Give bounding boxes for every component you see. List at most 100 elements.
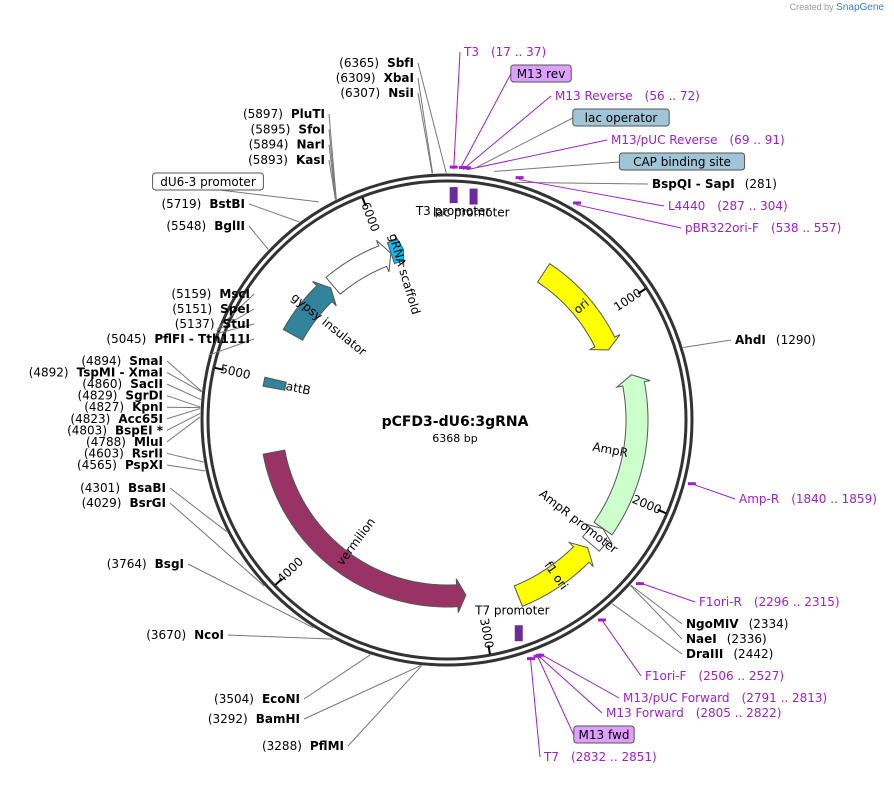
feature-ori[interactable]: [536, 263, 621, 351]
feature-ampr-promoter[interactable]: [581, 523, 613, 552]
site-label-pflmi[interactable]: (3288)PflMI: [262, 739, 344, 753]
leader-line: [328, 113, 337, 200]
site-label-bamhi[interactable]: (3292)BamHI: [208, 712, 300, 726]
primer-mark: [687, 482, 696, 486]
primer-label-t7[interactable]: T7(2832 .. 2851): [543, 750, 657, 764]
site-label-kpni[interactable]: (4827)KpnI: [84, 400, 163, 414]
boxed-label-du6-3-promoter[interactable]: dU6-3 promoter: [160, 175, 256, 189]
site-label-nari[interactable]: (5894)NarI: [249, 138, 325, 152]
site-label-smai[interactable]: (4894)SmaI: [81, 354, 163, 368]
site-label-acc65i[interactable]: (4823)Acc65I: [70, 412, 163, 426]
site-label-bglii[interactable]: (5548)BglII: [166, 219, 245, 233]
feature-vermilion[interactable]: [262, 449, 467, 613]
site-label-sgrdi[interactable]: (4829)SgrDI: [78, 389, 163, 403]
site-label-bsgi[interactable]: (3764)BsgI: [107, 557, 184, 571]
feature-label-attb: attB: [285, 379, 312, 398]
leader-line: [208, 338, 255, 356]
leader-line: [328, 159, 336, 200]
backbone-outer-ring: [200, 173, 694, 667]
primer-leader: [539, 652, 620, 699]
leader-line: [166, 416, 201, 443]
feature-label-grna-scaffold: gRNA scaffold: [386, 232, 423, 316]
site-label-rsrii[interactable]: (4603)RsrII: [84, 446, 163, 460]
feature-gypsy-insulator[interactable]: [282, 281, 337, 341]
primer-mark: [573, 201, 582, 205]
backbone-inner-ring: [206, 179, 688, 661]
site-label-bspqi-sapi[interactable]: BspQI - SapI(281): [652, 177, 777, 191]
plasmid-name: pCFD3-dU6:3gRNA: [382, 414, 529, 430]
primer-leader: [462, 95, 552, 170]
primer-label-f1ori-f[interactable]: F1ori-F(2506 .. 2527): [645, 669, 784, 683]
site-label-draiii[interactable]: DraIII(2442): [686, 647, 773, 661]
site-label-pluti[interactable]: (5897)PluTI: [243, 107, 325, 121]
site-label-nsii[interactable]: (6307)NsiI: [340, 86, 414, 100]
label-box: [152, 172, 264, 191]
small-feature-label: T7 promoter: [474, 603, 550, 617]
feature-attb[interactable]: [262, 376, 287, 391]
leader-line: [217, 293, 255, 330]
site-label-naei[interactable]: NaeI(2336): [686, 632, 767, 646]
site-label-ncoi[interactable]: (3670)NcoI: [146, 628, 224, 642]
leader-line: [417, 62, 447, 174]
tick-mark: [487, 645, 491, 655]
primer-label-amp-r[interactable]: Amp-R(1840 .. 1859): [739, 492, 877, 506]
label-box: [572, 108, 670, 127]
leader-line: [166, 464, 206, 472]
primer-label-m13-forward[interactable]: M13 Forward(2805 .. 2822): [606, 706, 781, 720]
site-label-bstbi[interactable]: (5719)BstBI: [161, 197, 245, 211]
site-label-msci[interactable]: (5159)MscI: [171, 287, 250, 301]
leader-line: [303, 654, 371, 700]
boxed-label-m13-fwd[interactable]: M13 fwd: [579, 728, 630, 742]
primer-label-l4440[interactable]: L4440(287 .. 304): [668, 199, 788, 213]
feature-du6-3-promoter[interactable]: [325, 239, 392, 295]
site-label-econi[interactable]: (3504)EcoNI: [214, 692, 300, 706]
site-label-pspxi[interactable]: (4565)PspXI: [77, 458, 163, 472]
site-label-bspei[interactable]: (4803)BspEI *: [67, 423, 164, 437]
primer-label-t3[interactable]: T3(17 .. 37): [463, 45, 546, 59]
feature-grna-scaffold[interactable]: [386, 234, 405, 268]
leader-line: [169, 487, 227, 532]
brand-prefix: Created by: [789, 2, 834, 12]
label-box: [510, 64, 572, 83]
brand-name: SnapGene: [836, 2, 884, 13]
primer-mark: [526, 657, 535, 661]
feature-ampr[interactable]: [593, 374, 651, 536]
leader-line: [215, 323, 255, 335]
primer-label-f1ori-r[interactable]: F1ori-R(2296 .. 2315): [699, 595, 840, 609]
site-label-ngomiv[interactable]: NgoMIV(2334): [686, 617, 788, 631]
site-label-bsabi[interactable]: (4301)BsaBI: [80, 481, 166, 495]
primer-label-m13-puc-forward[interactable]: M13/pUC Forward(2791 .. 2813): [623, 691, 827, 705]
site-label-xbai[interactable]: (6309)XbaI: [336, 71, 414, 85]
site-label-mlui[interactable]: (4788)MluI: [86, 435, 163, 449]
site-label-tspmi-xmai[interactable]: (4892)TspMI - XmaI: [29, 366, 163, 380]
site-label-sfoi[interactable]: (5895)SfoI: [251, 122, 325, 136]
tick-label: 3000: [477, 617, 496, 650]
site-label-stui[interactable]: (5137)StuI: [175, 317, 250, 331]
plasmid-length: 6368 bp: [432, 432, 477, 445]
site-label-bsrgi[interactable]: (4029)BsrGI: [82, 496, 166, 510]
leader-line: [303, 665, 421, 720]
primer-label-m13-puc-reverse[interactable]: M13/pUC Reverse(69 .. 91): [611, 133, 785, 147]
leader-line: [347, 665, 423, 747]
snapgene-brand: Created by SnapGene: [790, 2, 884, 13]
tick-label: 6000: [358, 200, 382, 234]
boxed-label-m13-rev[interactable]: M13 rev: [517, 67, 566, 81]
site-label-sacii[interactable]: (4860)SacII: [82, 377, 163, 391]
label-box: [618, 152, 746, 171]
leader-line: [630, 585, 683, 640]
boxed-label-cap-binding-site[interactable]: CAP binding site: [633, 155, 731, 169]
plasmid-backbone: [200, 173, 694, 667]
small-feature-mark: [469, 188, 478, 205]
primer-label-m13-reverse[interactable]: M13 Reverse(56 .. 72): [555, 89, 700, 103]
feature-f1-ori[interactable]: [513, 541, 594, 607]
primer-label-pbr322ori-f[interactable]: pBR322ori-F(538 .. 557): [685, 221, 841, 235]
site-label-spei[interactable]: (5151)SpeI: [172, 302, 250, 316]
leader-line: [328, 144, 337, 200]
primer-leader: [600, 618, 642, 677]
site-label-ahdi[interactable]: AhdI(1290): [735, 333, 816, 347]
site-label-kasi[interactable]: (5893)KasI: [248, 153, 325, 167]
leader-line: [630, 584, 683, 625]
site-label-pflfi-tth111i[interactable]: (5045)PflFI - Tth111I: [106, 332, 250, 346]
boxed-label-lac-operator[interactable]: lac operator: [585, 111, 658, 125]
site-label-sbfi[interactable]: (6365)SbfI: [339, 56, 414, 70]
